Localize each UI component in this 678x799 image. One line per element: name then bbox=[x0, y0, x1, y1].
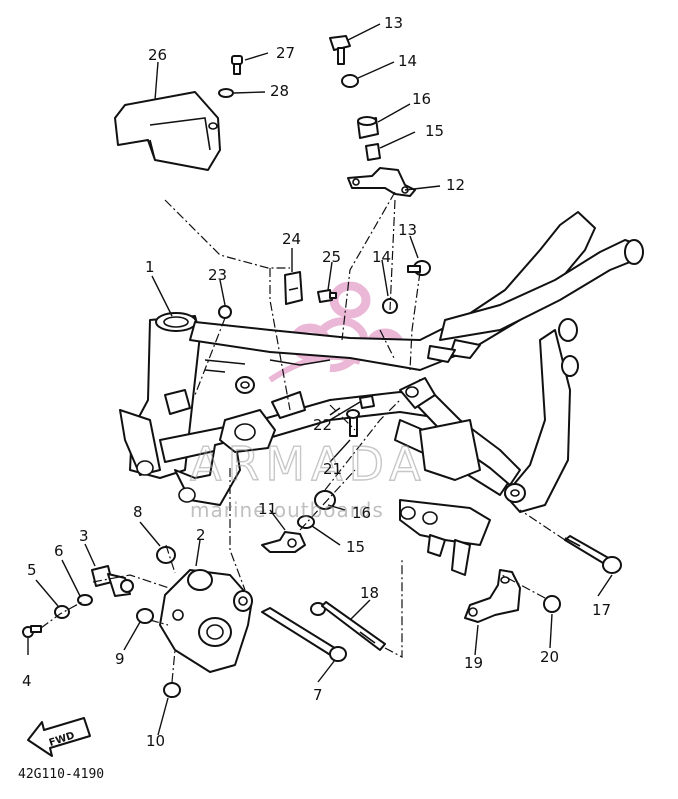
callout-18: 18 bbox=[360, 584, 379, 602]
washer-28 bbox=[218, 88, 234, 98]
callout-9: 9 bbox=[115, 650, 125, 668]
bolt-25 bbox=[317, 289, 337, 303]
callout-13-mid: 13 bbox=[398, 221, 417, 239]
callout-16: 16 bbox=[352, 504, 371, 522]
callout-27: 27 bbox=[276, 44, 295, 62]
watermark-tagline: marine outboards bbox=[190, 498, 384, 522]
bolt-13-mid bbox=[407, 260, 431, 276]
callout-22: 22 bbox=[313, 416, 332, 434]
nut-21 bbox=[359, 395, 375, 409]
callout-14-mid: 14 bbox=[372, 248, 391, 266]
leader-lines bbox=[27, 23, 613, 736]
collar-15-top bbox=[365, 143, 381, 161]
callout-8: 8 bbox=[133, 503, 143, 521]
callout-10: 10 bbox=[146, 732, 165, 750]
callout-2: 2 bbox=[196, 526, 206, 544]
bolt-4 bbox=[22, 625, 42, 638]
callout-11: 11 bbox=[258, 500, 277, 518]
callout-15-top: 15 bbox=[425, 122, 444, 140]
clamp-24 bbox=[284, 271, 303, 305]
nut-14-top bbox=[341, 74, 359, 88]
callout-17: 17 bbox=[592, 601, 611, 619]
drawing-code: 42G110-4190 bbox=[18, 767, 104, 782]
bracket-11 bbox=[261, 531, 306, 553]
callout-labels: 1 2 3 4 5 6 7 8 9 10 11 12 13 14 15 16 1… bbox=[22, 14, 611, 750]
forward-arrow: FWD bbox=[27, 717, 91, 757]
collar-16-top bbox=[357, 116, 379, 139]
callout-16-top: 16 bbox=[412, 90, 431, 108]
callout-7: 7 bbox=[313, 686, 323, 704]
engine-mount-bracket bbox=[159, 569, 253, 673]
callout-1: 1 bbox=[145, 258, 155, 276]
callout-6: 6 bbox=[54, 542, 64, 560]
nut-8 bbox=[156, 546, 176, 564]
collar-16-lower bbox=[314, 490, 336, 510]
bolt-22 bbox=[346, 409, 360, 437]
assembly-lines bbox=[40, 191, 566, 683]
collar-15-lower bbox=[297, 515, 315, 529]
callout-4: 4 bbox=[22, 672, 32, 690]
upper-cover bbox=[114, 91, 221, 171]
callout-5: 5 bbox=[27, 561, 37, 579]
nut-23 bbox=[218, 305, 232, 319]
bolt-27 bbox=[231, 55, 243, 75]
callout-15: 15 bbox=[346, 538, 365, 556]
nut-10 bbox=[163, 682, 181, 698]
long-bolt-18 bbox=[310, 601, 386, 651]
watermark-brand: ARMADA bbox=[190, 437, 427, 491]
callout-3: 3 bbox=[79, 527, 89, 545]
main-frame bbox=[119, 211, 644, 576]
callout-13: 13 bbox=[384, 14, 403, 32]
callout-28: 28 bbox=[270, 82, 289, 100]
nut-9 bbox=[136, 608, 154, 624]
long-bolt-7 bbox=[261, 607, 347, 662]
callout-21: 21 bbox=[323, 460, 342, 478]
callout-23: 23 bbox=[208, 266, 227, 284]
long-bolt-17 bbox=[564, 535, 622, 574]
callout-20: 20 bbox=[540, 648, 559, 666]
callout-26: 26 bbox=[148, 46, 167, 64]
nut-20 bbox=[543, 595, 561, 613]
bracket-12 bbox=[347, 167, 416, 197]
bolt-3 bbox=[91, 565, 134, 597]
callout-24: 24 bbox=[282, 230, 301, 248]
callout-14: 14 bbox=[398, 52, 417, 70]
callout-25: 25 bbox=[322, 248, 341, 266]
bracket-19 bbox=[464, 569, 521, 623]
callout-12: 12 bbox=[446, 176, 465, 194]
bolt-13-top bbox=[329, 35, 351, 65]
callout-19: 19 bbox=[464, 654, 483, 672]
